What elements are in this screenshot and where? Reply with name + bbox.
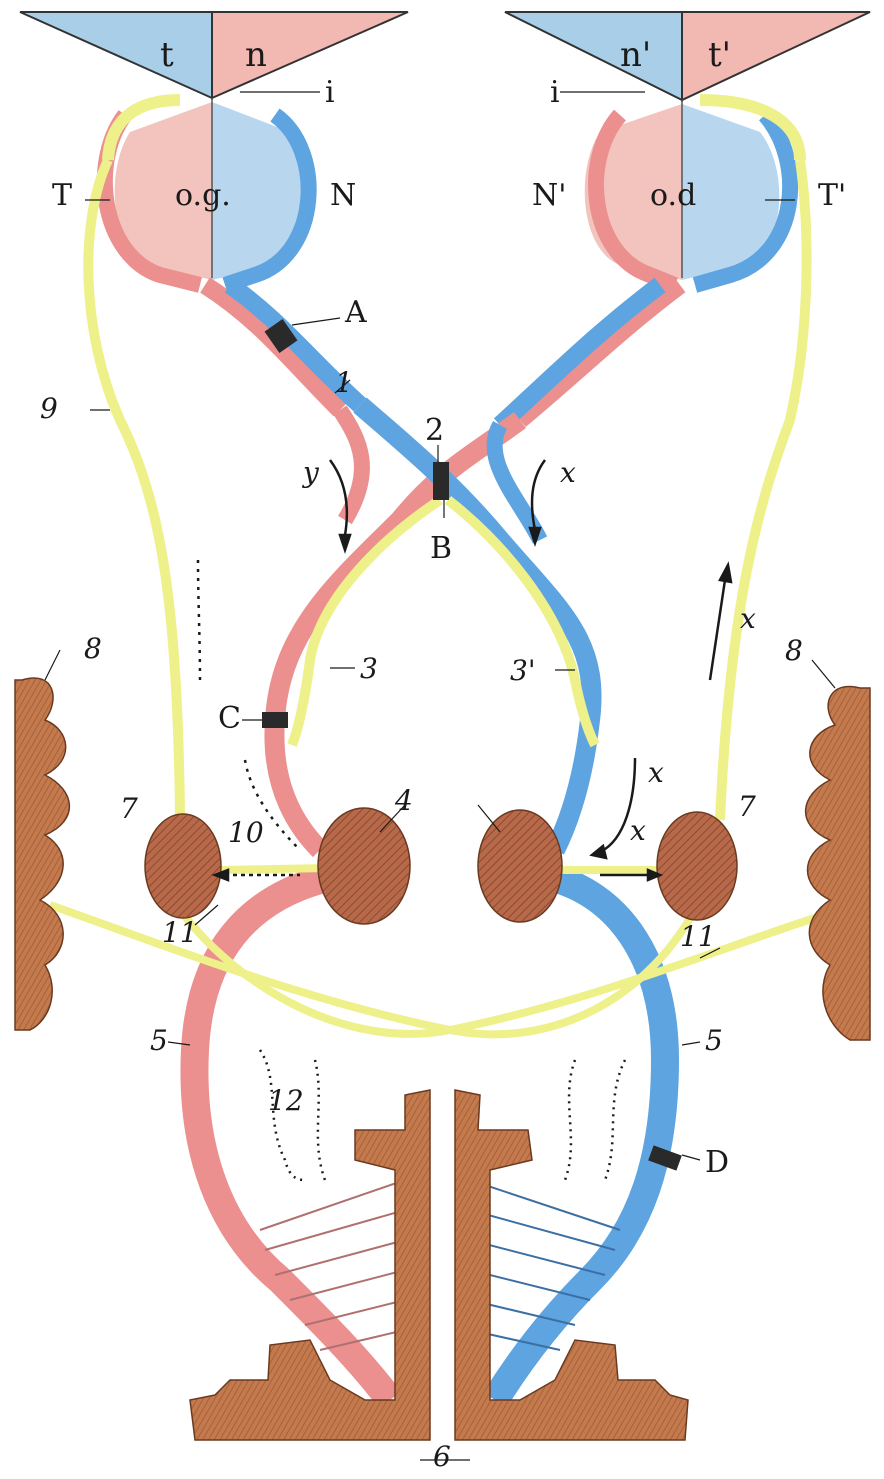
label-9: 9 <box>40 392 58 425</box>
left-nasal-field <box>212 12 408 98</box>
nucleus-7-right <box>657 812 737 920</box>
nucleus-7-left <box>145 814 221 918</box>
label-N-prime: N' <box>532 178 567 213</box>
left-visual-field <box>20 12 408 98</box>
label-4: 4 <box>394 784 413 817</box>
label-x-1: x <box>560 456 576 489</box>
label-10: 10 <box>228 816 264 849</box>
label-11-left: 11 <box>162 916 198 949</box>
label-5-left: 5 <box>150 1024 168 1057</box>
label-y: y <box>301 456 320 489</box>
right-visual-field <box>505 12 870 100</box>
label-5-right: 5 <box>705 1024 723 1057</box>
label-n-prime: n' <box>620 35 651 75</box>
label-B: B <box>430 531 452 566</box>
lesion-C <box>262 712 288 728</box>
label-7-right: 7 <box>738 790 756 823</box>
label-8-right: 8 <box>785 634 803 667</box>
label-3: 3 <box>360 652 378 685</box>
nucleus-4-left <box>318 808 410 924</box>
label-N: N <box>330 178 356 213</box>
label-12: 12 <box>268 1084 304 1117</box>
nucleus-4-right <box>478 810 562 922</box>
label-x-2: x <box>740 602 756 635</box>
label-11-right: 11 <box>680 920 716 953</box>
label-T-prime: T' <box>818 178 846 213</box>
label-2: 2 <box>425 413 444 448</box>
leader-lines <box>45 92 835 1460</box>
label-x-3: x <box>648 756 664 789</box>
right-nasal-field <box>505 12 682 100</box>
label-t-prime: t' <box>708 35 731 75</box>
left-temporal-field <box>20 12 212 98</box>
label-7-left: 7 <box>120 792 138 825</box>
label-A: A <box>344 295 367 330</box>
label-i-left: i <box>325 75 335 110</box>
optic-pathways <box>205 285 680 850</box>
label-C: C <box>218 701 241 736</box>
label-x-4: x <box>630 814 646 847</box>
label-D: D <box>705 1145 729 1180</box>
label-og: o.g. <box>175 178 231 213</box>
label-3-prime: 3' <box>510 654 536 687</box>
label-n: n <box>245 35 267 75</box>
label-i-right: i <box>550 75 560 110</box>
label-1: 1 <box>335 366 353 399</box>
label-T: T <box>52 178 72 213</box>
cortex-8-right <box>806 686 870 1040</box>
label-od: o.d <box>650 178 696 213</box>
label-8-left: 8 <box>84 632 102 665</box>
cortex-8-left <box>15 678 69 1030</box>
lesion-B <box>433 462 449 500</box>
label-t: t <box>160 35 174 75</box>
label-6: 6 <box>433 1440 451 1473</box>
